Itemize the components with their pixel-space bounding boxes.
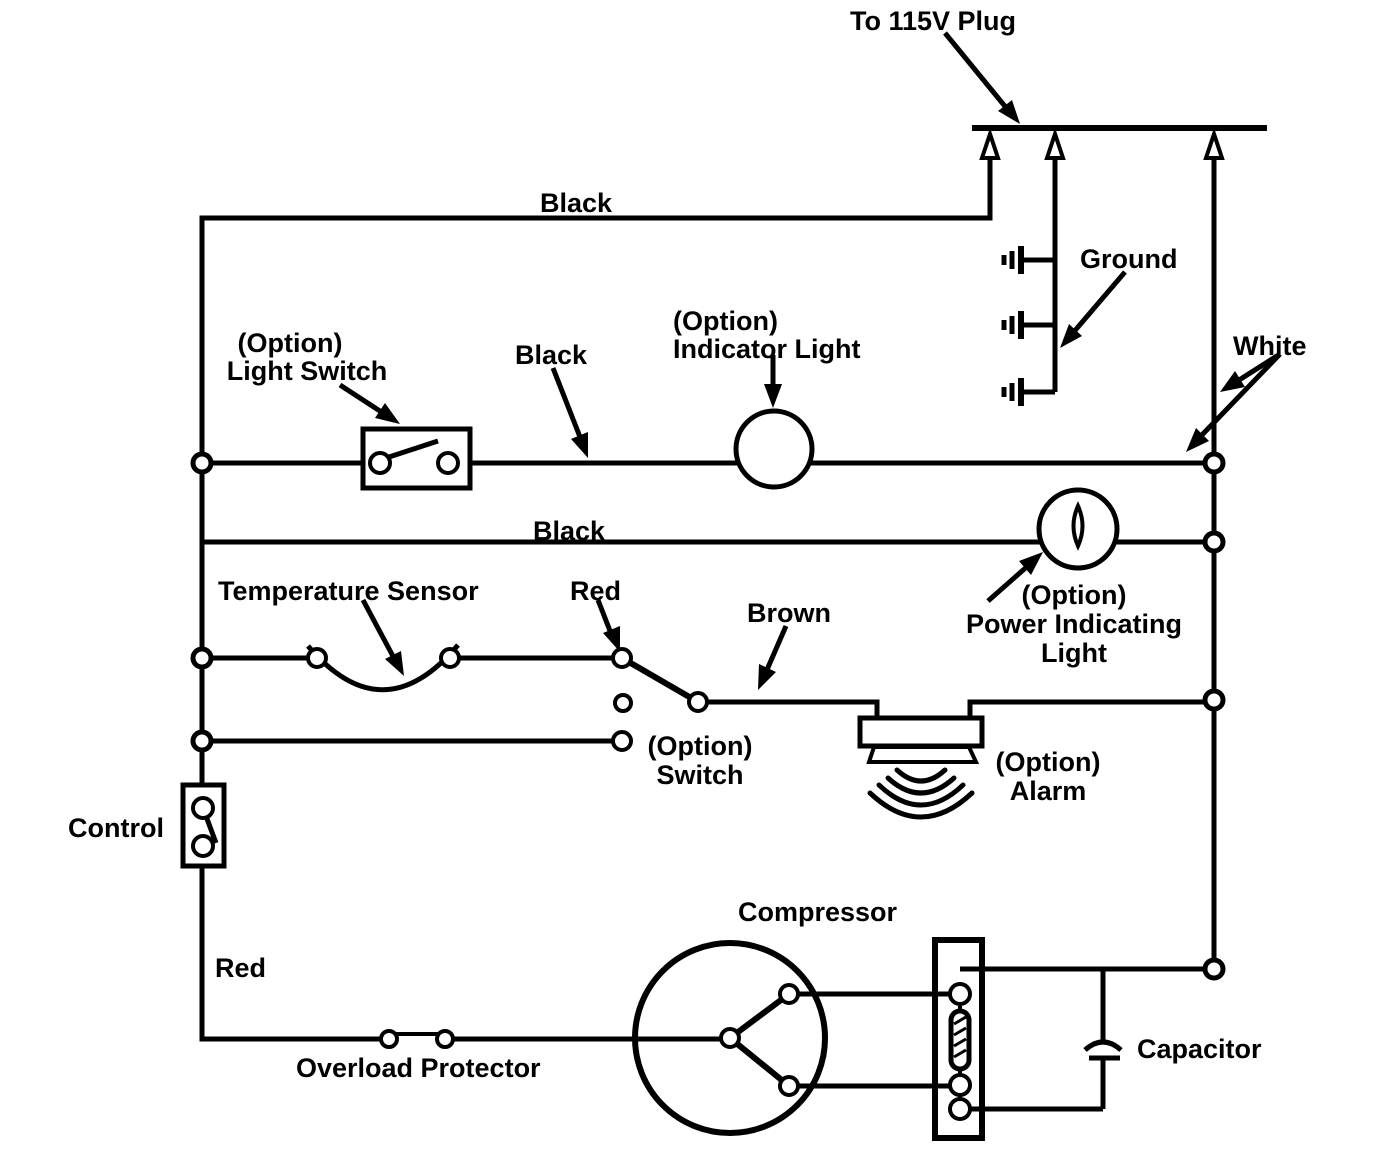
compressor-symbol bbox=[632, 940, 828, 1136]
label-brown: Brown bbox=[747, 598, 831, 628]
power-light-lens bbox=[1071, 501, 1085, 551]
ground-symbol bbox=[1001, 378, 1055, 406]
compressor-windings bbox=[728, 991, 960, 1089]
label-indicator-light: Indicator Light bbox=[673, 334, 860, 364]
label-black-mid: Black bbox=[515, 340, 588, 370]
label-black-lower: Black bbox=[533, 516, 606, 546]
label-light-switch-option: (Option) bbox=[238, 328, 343, 358]
capacitor-symbol bbox=[1083, 969, 1123, 1109]
indicator-light-symbol bbox=[733, 408, 815, 490]
label-option-switch: Switch bbox=[656, 760, 743, 790]
label-indicator-option: (Option) bbox=[673, 306, 778, 336]
label-power-light-line3: Light bbox=[1041, 638, 1107, 668]
label-red-mid: Red bbox=[570, 576, 621, 606]
ground-symbol bbox=[1001, 311, 1055, 339]
label-to-plug: To 115V Plug bbox=[850, 6, 1016, 36]
power-indicating-light-symbol bbox=[1036, 487, 1120, 571]
terminal-nodes bbox=[191, 451, 972, 1121]
callout-arrows bbox=[338, 31, 1282, 690]
option-switch-blade bbox=[620, 655, 700, 705]
label-light-switch: Light Switch bbox=[227, 356, 387, 386]
row-sensor bbox=[202, 655, 1214, 718]
start-relay-box bbox=[932, 937, 985, 1141]
plug-wire-arrowheads bbox=[979, 127, 1225, 160]
ground-symbol bbox=[1001, 246, 1055, 274]
alarm-symbol bbox=[857, 715, 985, 820]
label-temperature-sensor: Temperature Sensor bbox=[218, 576, 479, 606]
label-black-top: Black bbox=[540, 188, 613, 218]
label-overload-protector: Overload Protector bbox=[296, 1053, 541, 1083]
label-ground: Ground bbox=[1080, 244, 1177, 274]
label-red-bottom: Red bbox=[215, 953, 266, 983]
label-alarm-option: (Option) bbox=[996, 747, 1101, 777]
label-capacitor: Capacitor bbox=[1137, 1034, 1262, 1064]
junction-nodes bbox=[190, 451, 1226, 981]
label-option-switch-option: (Option) bbox=[648, 731, 753, 761]
temperature-sensor-element bbox=[306, 643, 460, 693]
label-power-light-option: (Option) bbox=[1022, 580, 1127, 610]
label-compressor: Compressor bbox=[738, 897, 898, 927]
label-white: White bbox=[1233, 331, 1307, 361]
relay-ptc-element bbox=[948, 1008, 972, 1072]
black-wire-top bbox=[199, 156, 993, 1042]
label-control: Control bbox=[68, 813, 164, 843]
label-alarm: Alarm bbox=[1010, 776, 1087, 806]
label-power-light-line2: Power Indicating bbox=[966, 609, 1182, 639]
